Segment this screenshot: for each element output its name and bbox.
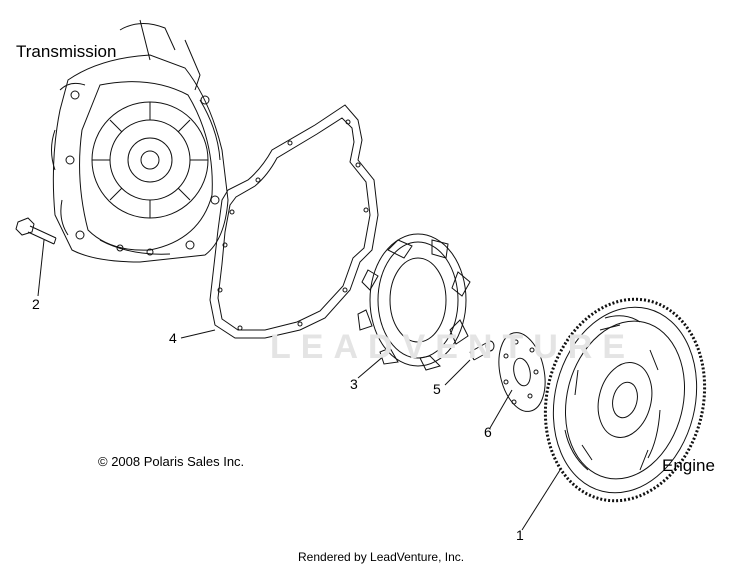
engine-label: Engine bbox=[662, 456, 715, 475]
damper-part bbox=[357, 233, 471, 371]
bolt-part bbox=[15, 217, 57, 245]
leader-lines bbox=[37, 239, 561, 531]
callout-5: 5 bbox=[433, 381, 441, 397]
transmission-housing bbox=[51, 19, 229, 263]
plate-part bbox=[498, 332, 546, 412]
watermark-text: LEADVENTURE bbox=[270, 328, 636, 366]
flywheel-part bbox=[543, 297, 707, 503]
callout-3: 3 bbox=[350, 376, 358, 392]
callout-2: 2 bbox=[32, 296, 40, 312]
callout-1: 1 bbox=[516, 527, 524, 543]
gasket-part bbox=[209, 104, 379, 339]
callout-6: 6 bbox=[484, 424, 492, 440]
footer-credit: Rendered by LeadVenture, Inc. bbox=[298, 550, 465, 564]
callout-4: 4 bbox=[169, 330, 177, 346]
copyright-text: © 2008 Polaris Sales Inc. bbox=[98, 454, 245, 469]
transmission-label: Transmission bbox=[16, 42, 117, 61]
pin-part bbox=[469, 340, 495, 361]
